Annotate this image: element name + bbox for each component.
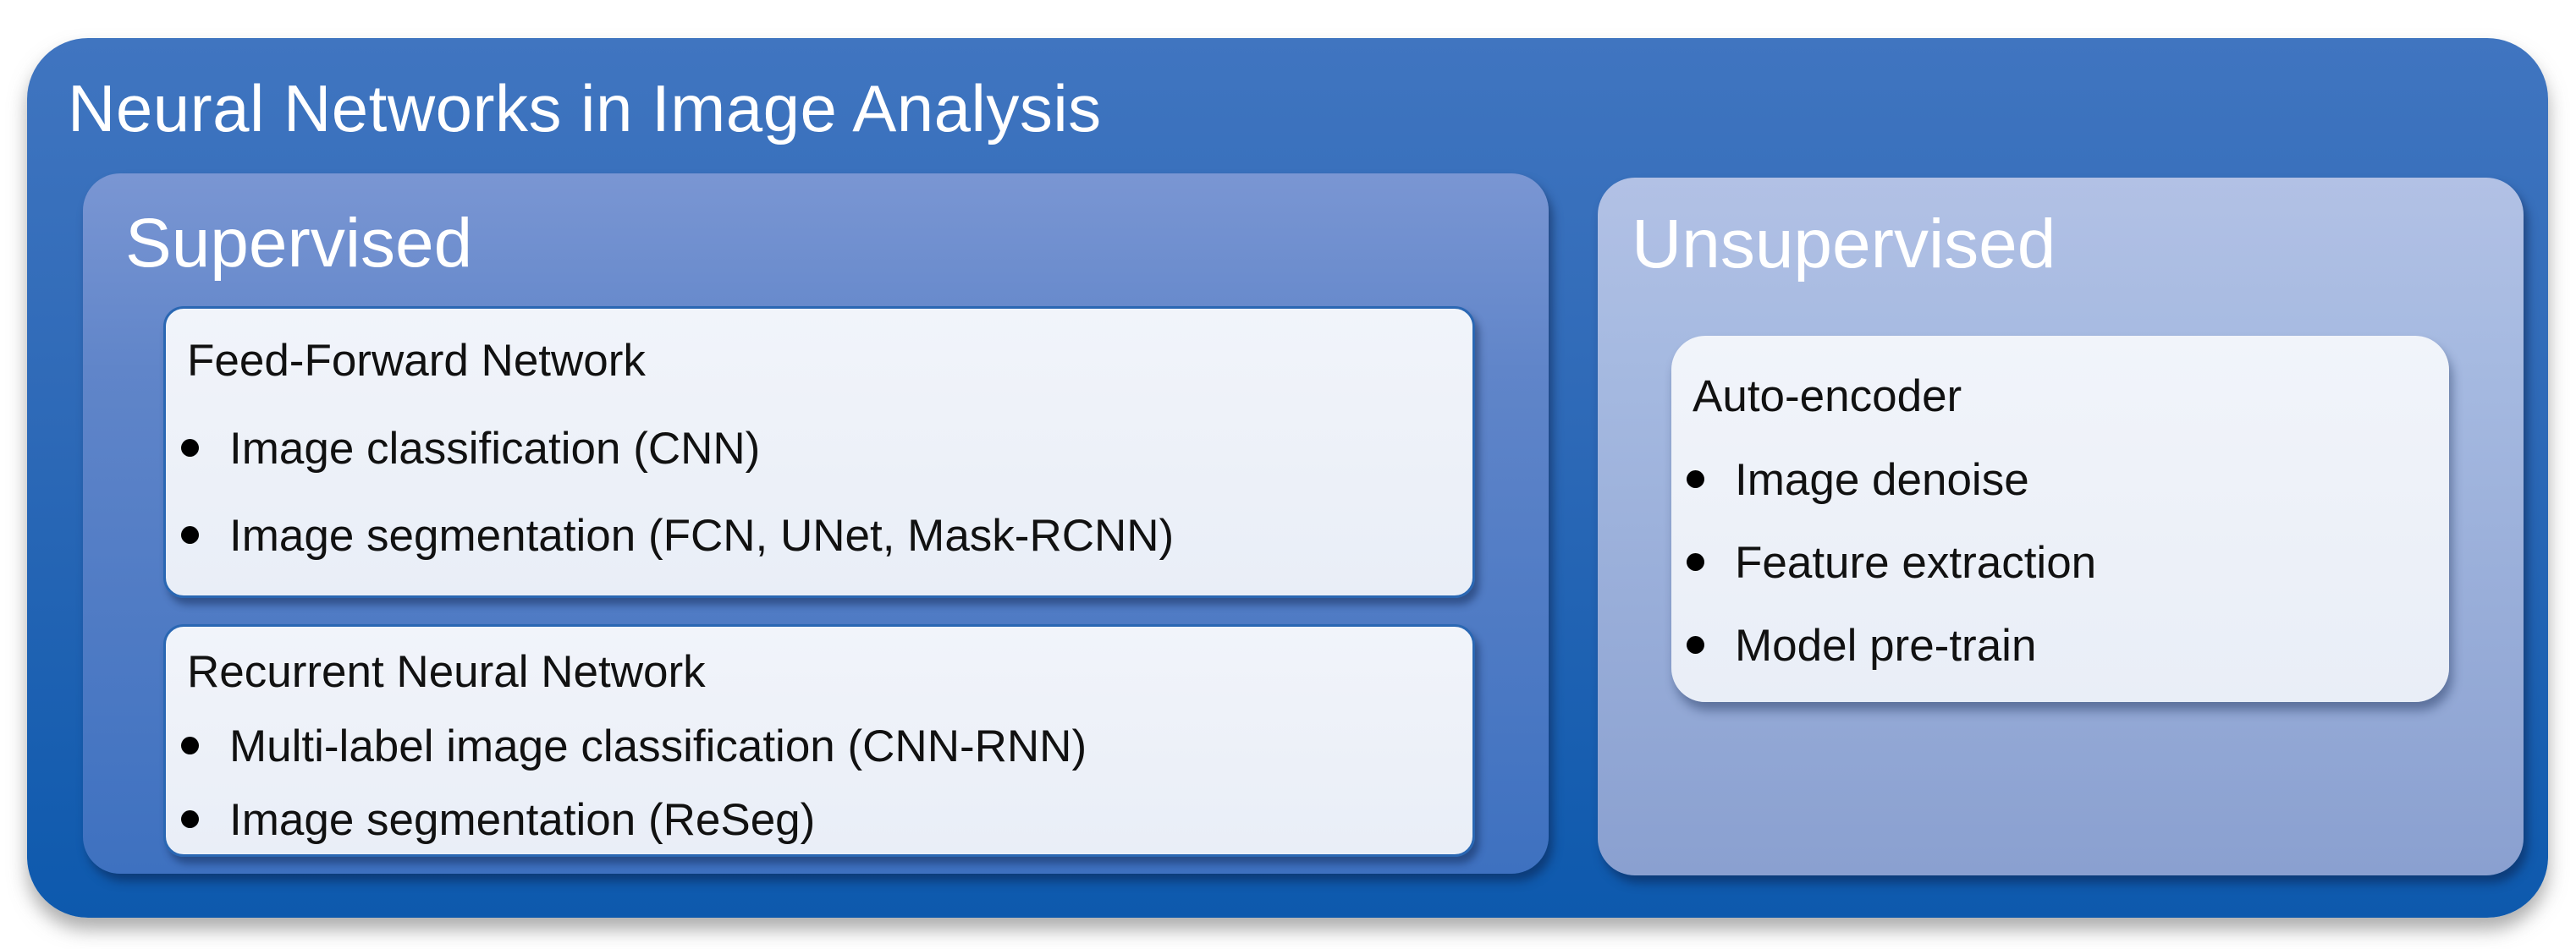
card-recurrent-neural-network: Recurrent Neural Network Multi-label ima…	[163, 624, 1475, 857]
bullet-dot-icon	[1687, 635, 1704, 654]
bullet-item: Image segmentation (ReSeg)	[166, 797, 1472, 844]
bullet-item: Multi-label image classification (CNN-RN…	[166, 723, 1472, 771]
bullet-label: Model pre-train	[1735, 620, 2037, 671]
bullet-label: Image denoise	[1735, 455, 2029, 506]
bullet-label: Multi-label image classification (CNN-RN…	[229, 721, 1087, 772]
bullet-label: Image segmentation (FCN, UNet, Mask-RCNN…	[229, 511, 1175, 561]
bullet-item: Image denoise	[1671, 457, 2449, 504]
card-feed-forward-network: Feed-Forward Network Image classificatio…	[163, 306, 1475, 598]
bullet-item: Feature extraction	[1671, 540, 2449, 587]
bullet-label: Feature extraction	[1735, 538, 2097, 588]
bullet-label: Image segmentation (ReSeg)	[229, 795, 816, 845]
diagram-title: Neural Networks in Image Analysis	[68, 71, 1102, 145]
bullet-dot-icon	[181, 439, 199, 458]
bullet-item: Image segmentation (FCN, UNet, Mask-RCNN…	[166, 513, 1472, 560]
group-unsupervised-title: Unsupervised	[1632, 206, 2056, 283]
bullet-label: Image classification (CNN)	[229, 424, 761, 474]
card-title-recurrent-neural-network: Recurrent Neural Network	[187, 647, 706, 697]
bullet-item: Model pre-train	[1671, 620, 2449, 671]
bullet-list: Image classification (CNN) Image segment…	[166, 425, 1472, 559]
outer-container: Neural Networks in Image Analysis Superv…	[27, 38, 2548, 918]
card-title-feed-forward-network: Feed-Forward Network	[187, 336, 646, 386]
bullet-list: Multi-label image classification (CNN-RN…	[166, 723, 1472, 843]
bullet-dot-icon	[181, 525, 199, 544]
group-supervised: Supervised Feed-Forward Network Image cl…	[83, 173, 1549, 874]
card-auto-encoder: Auto-encoder Image denoise Feature extra…	[1671, 336, 2449, 702]
bullet-list: Image denoise Feature extraction Model p…	[1671, 457, 2449, 669]
bullet-item: Image classification (CNN)	[166, 425, 1472, 473]
bullet-dot-icon	[181, 809, 199, 828]
group-supervised-title: Supervised	[125, 205, 473, 282]
bullet-dot-icon	[181, 737, 199, 755]
group-unsupervised: Unsupervised Auto-encoder Image denoise …	[1598, 178, 2524, 875]
card-title-auto-encoder: Auto-encoder	[1693, 371, 1962, 421]
bullet-dot-icon	[1687, 552, 1704, 571]
bullet-dot-icon	[1687, 470, 1704, 489]
